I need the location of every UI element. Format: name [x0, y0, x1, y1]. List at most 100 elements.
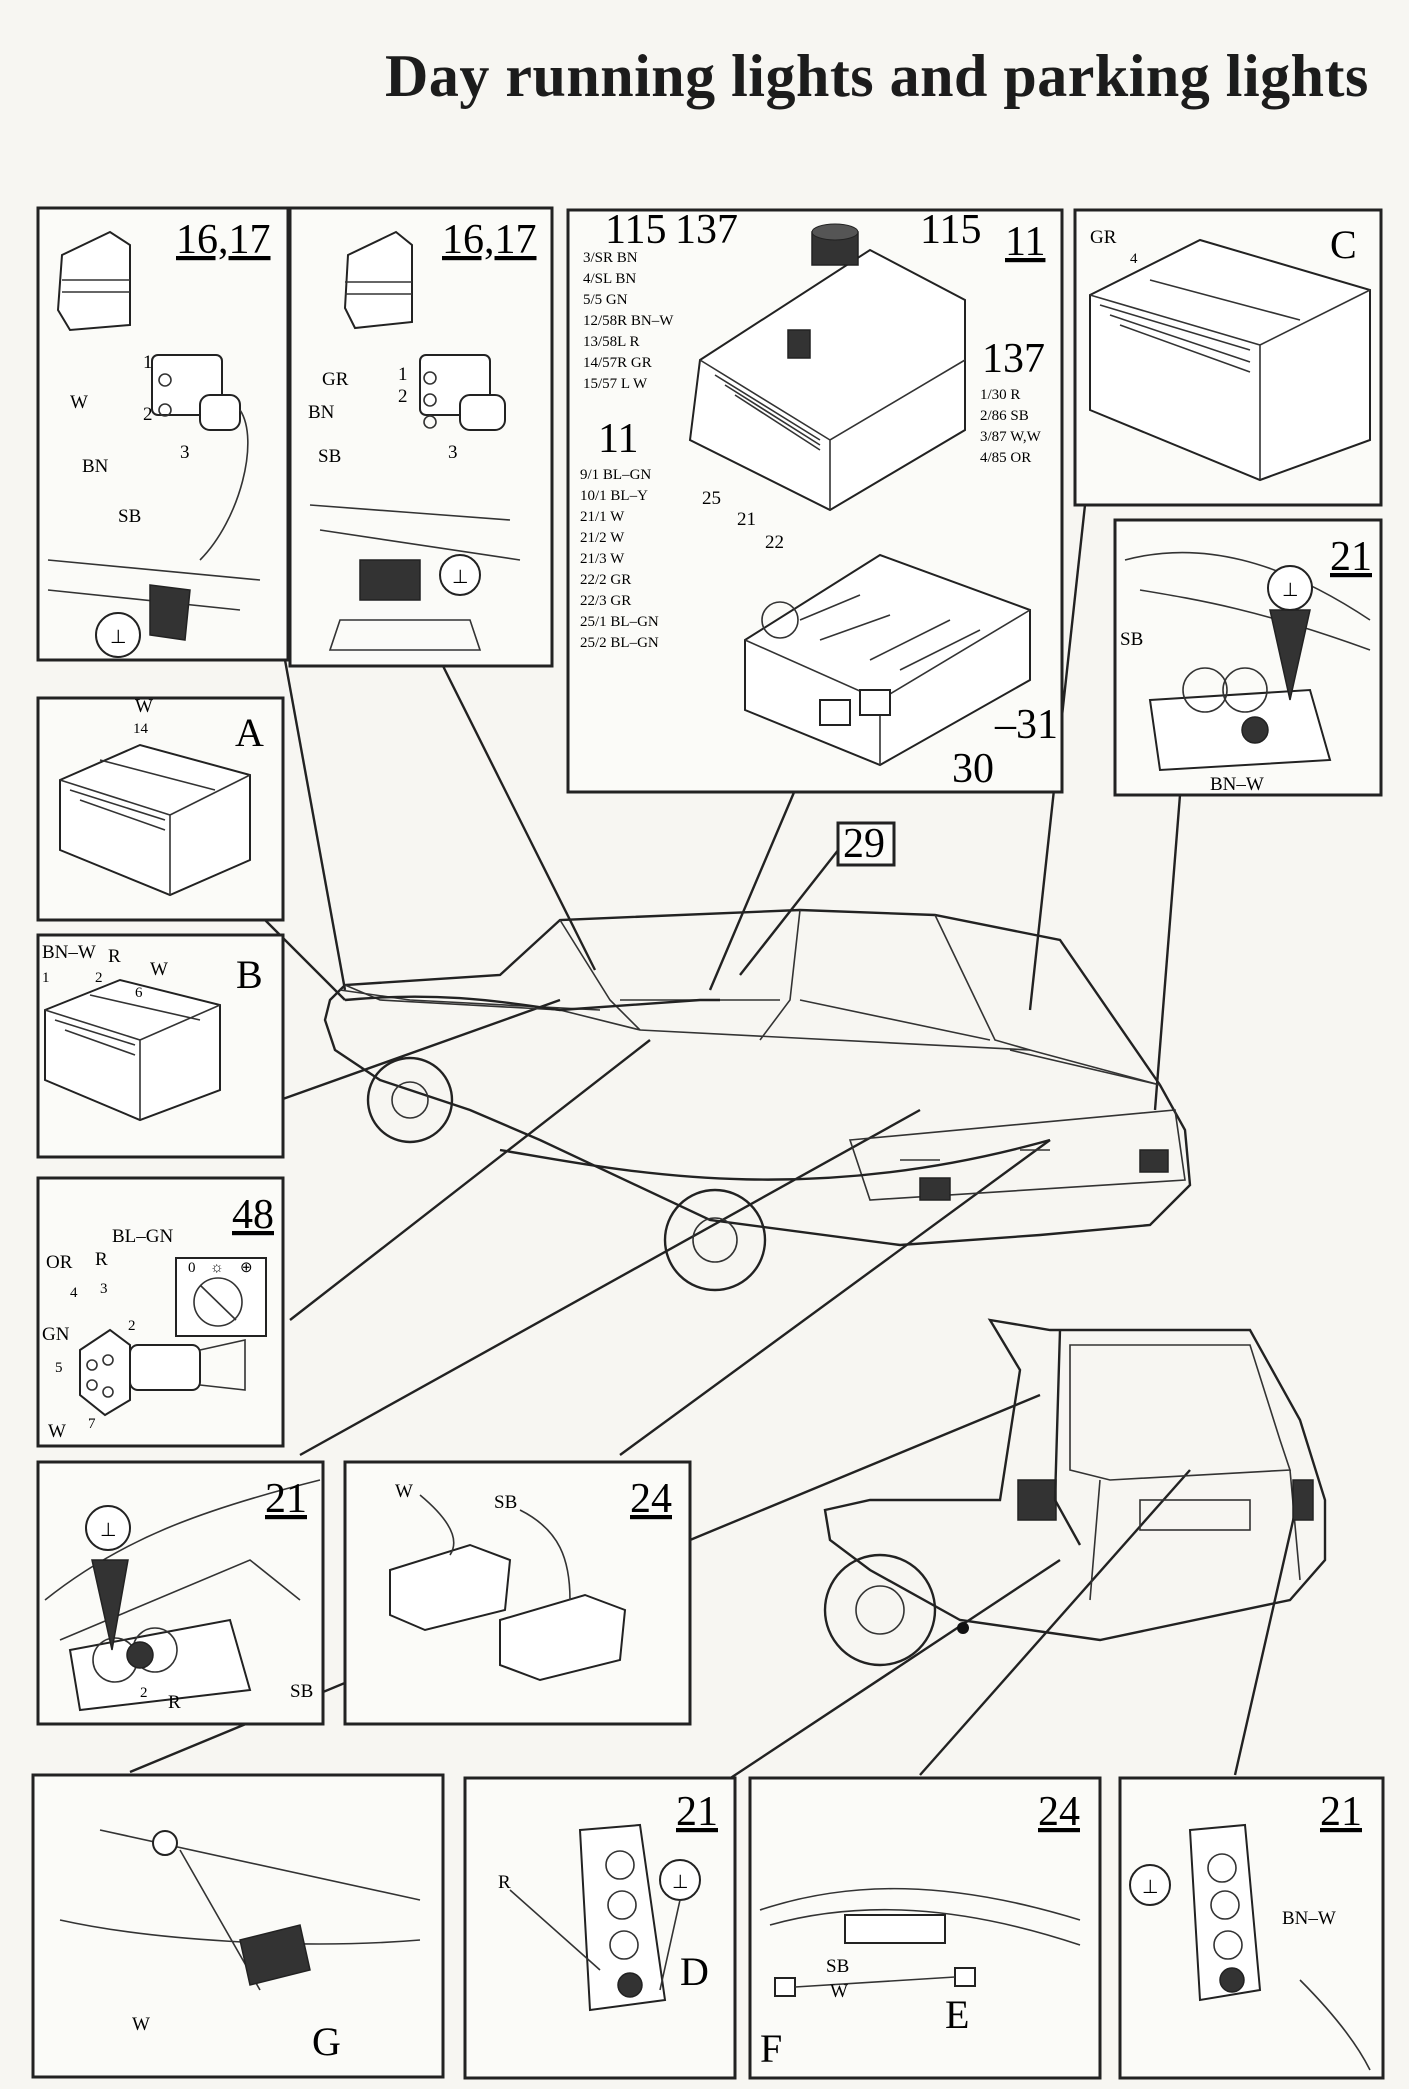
wire-entry: 4/85 OR	[980, 450, 1031, 466]
panel-tail-lamp-bottom-right: 21 BN–W ⊥	[1118, 1776, 1385, 2080]
wagon-car-illustration	[823, 1318, 1327, 1667]
wire-entry: 9/1 BL–GN	[580, 467, 651, 483]
panel-number: 48	[232, 1192, 274, 1238]
pin-label: 3	[180, 442, 190, 463]
ground-symbol: ⊥	[100, 1520, 117, 1541]
callout-number: 137	[675, 207, 738, 253]
pin-label: 4	[1130, 251, 1138, 267]
panel-number: 24	[1038, 1789, 1080, 1835]
panel-letter: G	[312, 2019, 341, 2064]
wire-color-label: SB	[494, 1492, 517, 1513]
wire-color-label: BL–GN	[112, 1226, 174, 1247]
sedan-car-illustration	[323, 908, 1192, 1292]
wire-entry: 2/86 SB	[980, 408, 1029, 424]
panel-connector-b: B BN–W R W 1 2 6	[36, 933, 285, 1159]
wire-color-label: GR	[1090, 227, 1117, 248]
wire-color-label: SB	[826, 1956, 849, 1977]
panel-tail-lamp-ground-21-left: 21 SB R 2 ⊥	[36, 1460, 325, 1726]
fuse11-list: 9/1 BL–GN 10/1 BL–Y 21/1 W 21/2 W 21/3 W…	[580, 467, 659, 651]
pin-label: 2	[128, 1318, 136, 1334]
callout-number: 30	[952, 746, 994, 792]
wire-color-label: R	[168, 1692, 181, 1713]
pin-label: 4	[70, 1285, 78, 1301]
wire-entry: 12/58R BN–W	[583, 313, 674, 329]
wire-entry: 21/2 W	[580, 530, 625, 546]
pin-label: 1	[42, 970, 50, 986]
panel-letter: F	[760, 2026, 782, 2071]
relay-group-heading: 137	[982, 336, 1045, 382]
relay115-list: 3/SR BN 4/SL BN 5/5 GN 12/58R BN–W 13/58…	[583, 250, 674, 392]
wire-color-label: SB	[1120, 629, 1143, 650]
pin-label: 6	[135, 985, 143, 1001]
wire-entry: 25/2 BL–GN	[580, 635, 659, 651]
wire-color-label: R	[498, 1872, 511, 1893]
pin-label: 2	[398, 386, 408, 407]
wire-color-label: SB	[318, 446, 341, 467]
wire-color-label: BN	[82, 456, 109, 477]
pin-label: 1	[398, 364, 408, 385]
callout-number: 25	[702, 488, 721, 509]
panel-letter: A	[235, 710, 264, 755]
panel-component-29: 29	[836, 821, 896, 867]
wire-entry: 15/57 L W	[583, 376, 648, 392]
panel-connector-g: G W	[31, 1773, 445, 2079]
wire-entry: 21/3 W	[580, 551, 625, 567]
panel-letter: E	[945, 1992, 969, 2037]
wire-entry: 14/57R GR	[583, 355, 652, 371]
wire-color-label: R	[108, 946, 121, 967]
panel-letter: C	[1330, 222, 1357, 267]
pin-label: 2	[95, 970, 103, 986]
wire-color-label: W	[48, 1421, 66, 1442]
pin-label: 14	[133, 721, 149, 737]
wire-color-label: W	[135, 696, 153, 717]
panel-number: 21	[1320, 1789, 1362, 1835]
panel-tail-lamp-connector-1: 16,17 1 2 3 W BN SB ⊥	[36, 206, 290, 662]
wire-entry: 25/1 BL–GN	[580, 614, 659, 630]
wire-entry: 21/1 W	[580, 509, 625, 525]
wire-entry: 3/87 W,W	[980, 429, 1042, 445]
page-title: Day running lights and parking lights	[385, 43, 1369, 109]
switch-mark: ⊕	[240, 1260, 253, 1276]
wire-color-label: W	[132, 2014, 150, 2035]
ground-symbol: ⊥	[452, 567, 469, 588]
ground-symbol: ⊥	[1142, 1877, 1159, 1898]
callout-number: 115	[920, 207, 981, 253]
panel-tail-lamp-d: 21 D R ⊥	[463, 1776, 737, 2080]
ground-symbol: ⊥	[110, 627, 127, 648]
wire-color-label: SB	[118, 506, 141, 527]
relay137-list: 1/30 R 2/86 SB 3/87 W,W 4/85 OR	[980, 387, 1042, 466]
wire-color-label: SB	[290, 1681, 313, 1702]
wire-color-label: BN–W	[1210, 774, 1264, 795]
fuse-group-heading: 11	[598, 416, 638, 462]
panel-number: 21	[1330, 534, 1372, 580]
panel-central-electrical-unit: 11 115 137 115 137 11 3/SR BN 4/SL BN 5/…	[566, 207, 1064, 794]
pin-label: 7	[88, 1416, 96, 1432]
callout-number: 21	[737, 509, 756, 530]
panel-light-switch-48: 48 0 ☼ ⊕ OR R BL–GN GN W 4 3 2 5 7	[36, 1176, 285, 1448]
wire-color-label: GR	[322, 369, 349, 390]
panel-number: 29	[843, 821, 885, 867]
panel-number: 11	[1005, 219, 1045, 265]
pin-label: 3	[100, 1281, 108, 1297]
callout-number: –31	[994, 702, 1058, 748]
wire-entry: 13/58L R	[583, 334, 640, 350]
wire-entry: 1/30 R	[980, 387, 1020, 403]
wire-entry: 22/3 GR	[580, 593, 631, 609]
wire-entry: 3/SR BN	[583, 250, 638, 266]
panel-number-plate-lights-24: 24 W SB	[343, 1460, 692, 1726]
wire-color-label: OR	[46, 1252, 73, 1273]
pin-label: 2	[143, 404, 153, 425]
pin-label: 5	[55, 1360, 63, 1376]
pin-label: 2	[140, 1685, 148, 1701]
wire-color-label: W	[150, 959, 168, 980]
wire-color-label: W	[395, 1481, 413, 1502]
panel-connector-c: C GR 4	[1073, 208, 1383, 507]
switch-mark: 0	[188, 1260, 196, 1276]
panel-number: 21	[676, 1789, 718, 1835]
wire-color-label: W	[830, 1981, 848, 2002]
wire-entry: 10/1 BL–Y	[580, 488, 648, 504]
panel-tail-lamp-ground-21: 21 SB BN–W ⊥	[1113, 518, 1383, 797]
wire-entry: 5/5 GN	[583, 292, 628, 308]
panel-connector-a: A W 14	[36, 696, 285, 922]
pin-label: 1	[143, 352, 153, 373]
